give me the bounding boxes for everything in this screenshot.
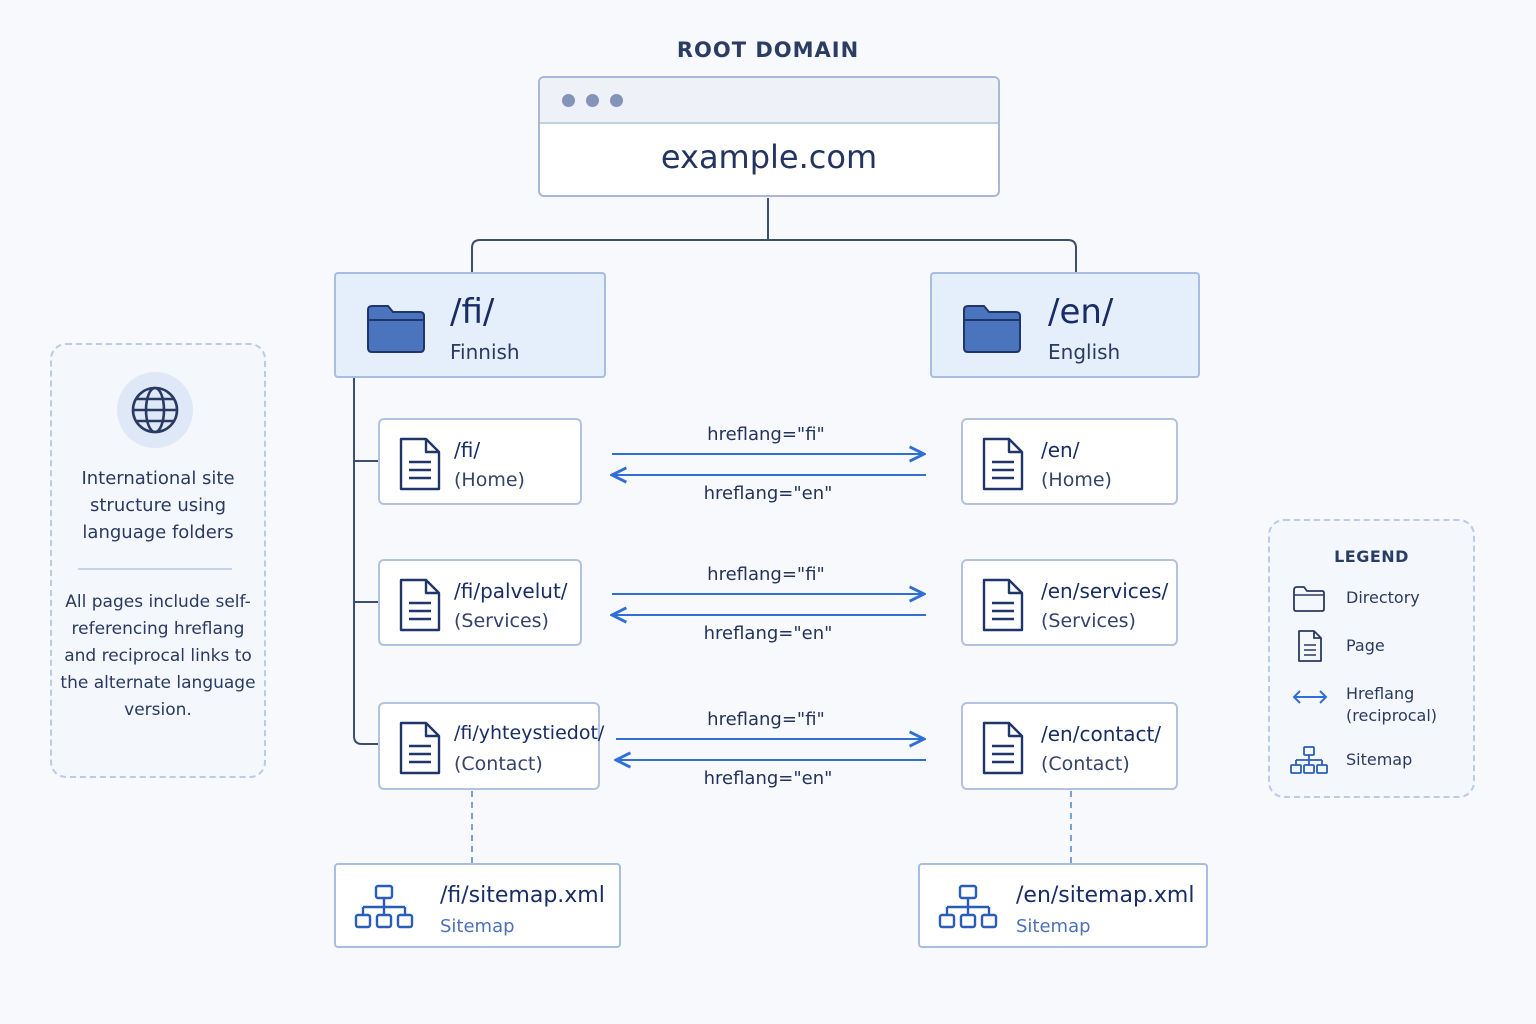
info-divider xyxy=(78,568,232,570)
page-path: /en/contact/ xyxy=(1041,722,1162,746)
window-dot-icon xyxy=(586,94,599,107)
window-dot-icon xyxy=(562,94,575,107)
folder-language: English xyxy=(1048,340,1121,364)
sitemap-card-en: /en/sitemap.xml Sitemap xyxy=(918,863,1208,948)
page-name: (Services) xyxy=(454,610,549,632)
page-name: (Contact) xyxy=(1041,753,1130,775)
sitemap-path: /fi/sitemap.xml xyxy=(440,883,605,908)
info-description: International site structure using langu… xyxy=(81,468,235,543)
fi-tree-trunk xyxy=(353,378,378,745)
page-path: /fi/yhteystiedot/ xyxy=(454,722,605,744)
page-icon xyxy=(1298,630,1322,662)
page-path: /fi/palvelut/ xyxy=(454,579,568,603)
page-path: /en/services/ xyxy=(1041,579,1169,603)
sitemap-icon xyxy=(354,884,414,929)
globe-icon xyxy=(131,386,179,434)
hreflang-label-en: hreflang="en" xyxy=(703,623,833,644)
root-domain-browser: example.com xyxy=(538,76,1000,197)
page-path: /en/ xyxy=(1041,438,1080,462)
sitemap-icon xyxy=(1290,746,1328,774)
page-card-fi-services: /fi/palvelut/ (Services) xyxy=(378,559,582,646)
page-name: (Services) xyxy=(1041,610,1136,632)
page-name: (Home) xyxy=(1041,469,1112,491)
legend-label: Sitemap xyxy=(1346,750,1413,769)
page-path: /fi/ xyxy=(454,438,481,462)
folder-fi: /fi/ Finnish xyxy=(334,272,606,378)
page-name: (Home) xyxy=(454,469,525,491)
sitemap-icon xyxy=(938,884,998,929)
folder-path: /en/ xyxy=(1048,292,1114,332)
legend-label: Hreflang (reciprocal) xyxy=(1346,684,1438,725)
folder-icon xyxy=(1293,586,1325,612)
hreflang-label-fi: hreflang="fi" xyxy=(707,564,825,585)
globe-badge xyxy=(117,372,193,448)
folder-icon xyxy=(963,305,1021,353)
hreflang-label-fi: hreflang="fi" xyxy=(707,424,825,445)
legend-panel: LEGEND Directory Page Hreflang (reciproc… xyxy=(1268,519,1475,798)
page-card-en-contact: /en/contact/ (Contact) xyxy=(961,702,1178,790)
page-icon xyxy=(982,578,1024,632)
page-icon xyxy=(982,721,1024,775)
hreflang-label-en: hreflang="en" xyxy=(703,768,833,789)
page-card-fi-contact: /fi/yhteystiedot/ (Contact) xyxy=(378,702,604,790)
folder-path: /fi/ xyxy=(450,292,495,332)
hreflang-label-en: hreflang="en" xyxy=(703,483,833,504)
page-card-en-services: /en/services/ (Services) xyxy=(961,559,1178,646)
page-icon xyxy=(399,578,441,632)
sitemap-path: /en/sitemap.xml xyxy=(1016,883,1195,908)
browser-title-bar xyxy=(540,78,998,124)
double-arrow-icon xyxy=(1292,690,1328,704)
hreflang-label-fi: hreflang="fi" xyxy=(707,709,825,730)
root-domain-label: ROOT DOMAIN xyxy=(676,38,860,62)
sitemap-card-fi: /fi/sitemap.xml Sitemap xyxy=(334,863,621,948)
branch-connector xyxy=(471,239,1077,272)
page-name: (Contact) xyxy=(454,753,543,775)
folder-icon xyxy=(367,305,425,353)
legend-label: Directory xyxy=(1346,588,1420,607)
page-card-en-home: /en/ (Home) xyxy=(961,418,1178,505)
sitemap-label: Sitemap xyxy=(440,916,515,937)
page-icon xyxy=(399,437,441,491)
page-icon xyxy=(982,437,1024,491)
root-domain-url: example.com xyxy=(660,138,878,176)
page-icon xyxy=(399,721,441,775)
legend-title: LEGEND xyxy=(1334,547,1409,566)
sitemap-label: Sitemap xyxy=(1016,916,1091,937)
folder-language: Finnish xyxy=(450,340,520,364)
legend-label: Page xyxy=(1346,636,1385,655)
folder-en: /en/ English xyxy=(930,272,1200,378)
window-dot-icon xyxy=(610,94,623,107)
page-card-fi-home: /fi/ (Home) xyxy=(378,418,582,505)
info-note: All pages include self-referencing hrefl… xyxy=(60,592,256,720)
info-panel: International site structure using langu… xyxy=(50,343,266,778)
